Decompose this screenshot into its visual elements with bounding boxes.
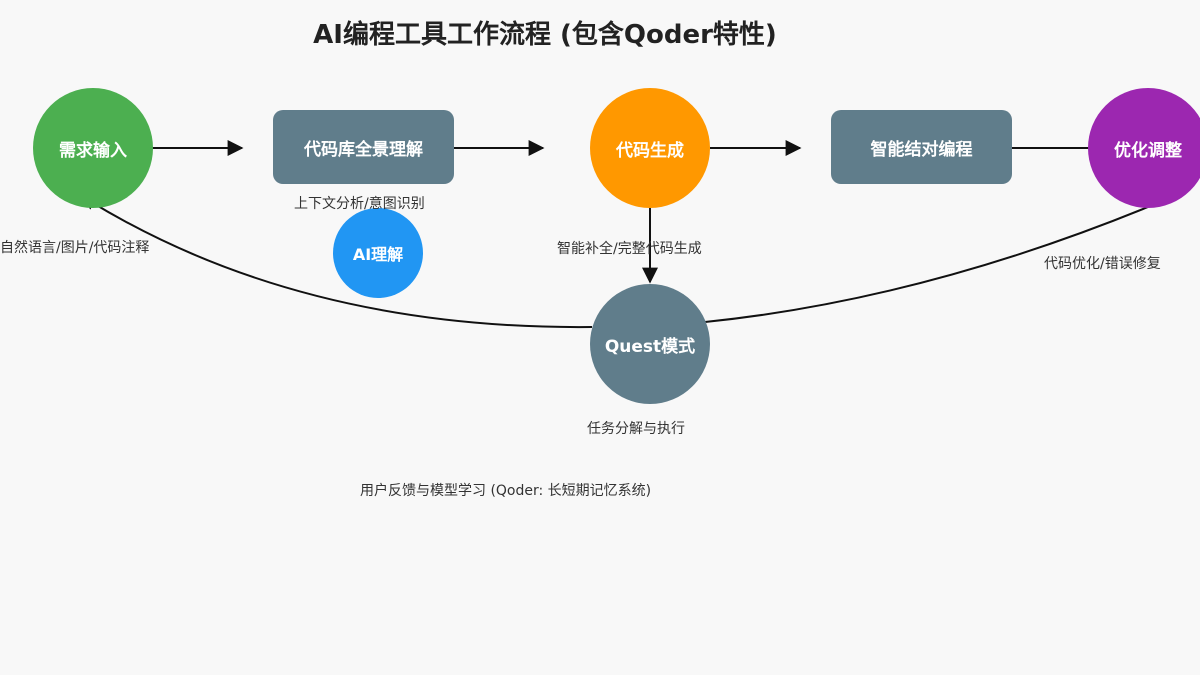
note-codebase: 上下文分析/意图识别 bbox=[294, 196, 425, 212]
node-quest-label: Quest模式 bbox=[604, 336, 696, 357]
node-pair-programming[interactable]: 智能结对编程 bbox=[831, 110, 1012, 184]
node-generation[interactable]: 代码生成 bbox=[590, 88, 710, 208]
note-generation: 智能补全/完整代码生成 bbox=[557, 241, 702, 257]
node-optimize-label: 优化调整 bbox=[1114, 140, 1182, 161]
node-ai-understanding[interactable]: AI理解 bbox=[333, 208, 423, 298]
note-optimize: 代码优化/错误修复 bbox=[1044, 256, 1161, 272]
page-title: AI编程工具工作流程 (包含Qoder特性) bbox=[313, 20, 777, 50]
edge-feedback-loop bbox=[82, 196, 593, 329]
node-quest[interactable]: Quest模式 bbox=[590, 284, 710, 404]
node-requirement-label: 需求输入 bbox=[59, 140, 127, 161]
node-pair-label: 智能结对编程 bbox=[870, 139, 973, 160]
feedback-label: 用户反馈与模型学习 (Qoder: 长短期记忆系统) bbox=[360, 483, 652, 499]
node-codebase-label: 代码库全景理解 bbox=[304, 139, 423, 160]
node-ai-understanding-label: AI理解 bbox=[352, 245, 404, 264]
note-quest: 任务分解与执行 bbox=[587, 421, 685, 437]
node-requirement[interactable]: 需求输入 bbox=[33, 88, 153, 208]
node-optimize[interactable]: 优化调整 bbox=[1088, 88, 1200, 208]
node-generation-label: 代码生成 bbox=[616, 140, 684, 161]
node-codebase[interactable]: 代码库全景理解 bbox=[273, 110, 454, 184]
note-requirement: 自然语言/图片/代码注释 bbox=[0, 240, 150, 256]
edge-optimize-to-quest bbox=[704, 206, 1149, 323]
